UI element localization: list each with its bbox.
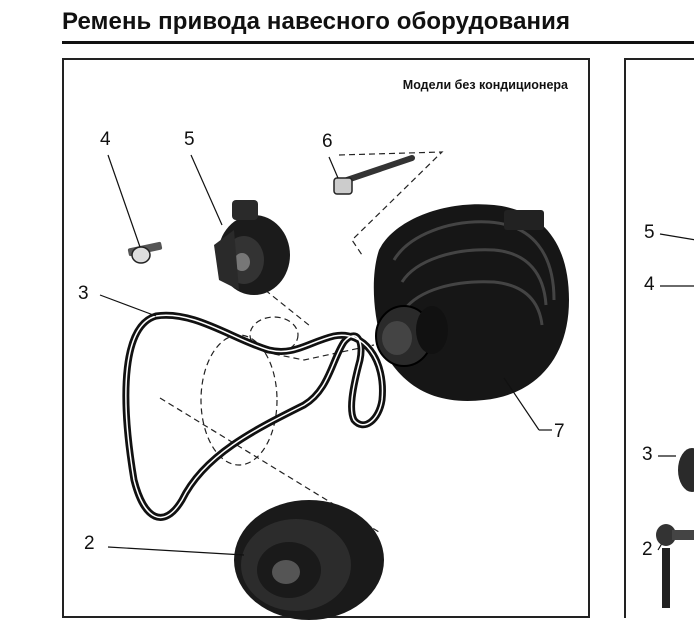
crankshaft-pulley-shape — [234, 500, 384, 620]
side-callout-5: 5 — [644, 222, 655, 243]
tensioner-shape — [214, 200, 290, 295]
leader-line-2 — [107, 546, 245, 556]
leader-line-3 — [99, 294, 157, 317]
side-part-shapes — [656, 448, 694, 608]
side-diagram — [656, 233, 694, 608]
side-callout-2: 2 — [642, 539, 653, 560]
leader-line-5 — [190, 154, 223, 226]
callout-3: 3 — [78, 283, 89, 304]
accessory-drive-diagram — [99, 151, 569, 620]
callout-2: 2 — [84, 533, 95, 554]
side-callout-3: 3 — [642, 444, 653, 465]
callout-6: 6 — [322, 131, 333, 152]
leader-line-7 — [503, 377, 540, 431]
leader-line-4 — [107, 154, 141, 248]
tensioner-axis-line — [233, 264, 311, 327]
figure-caption: Модели без кондиционера — [402, 78, 568, 92]
title-underline — [62, 41, 694, 44]
callout-4: 4 — [100, 129, 111, 150]
crank-pulley-outline — [200, 334, 278, 466]
bolt-6-shape — [333, 155, 415, 195]
bolt-4-shape — [127, 241, 163, 264]
alternator-shape — [373, 204, 569, 401]
side-callout-4: 4 — [644, 274, 655, 295]
callout-7: 7 — [554, 421, 565, 442]
side-figure-panel: 5 4 3 2 — [624, 58, 694, 618]
bolt-6-axis-line — [338, 151, 444, 256]
callout-5: 5 — [184, 129, 195, 150]
drive-belt — [122, 311, 386, 521]
main-figure-panel: Модели без кондиционера 4 5 6 3 7 2 — [62, 58, 590, 620]
leader-line-6 — [328, 156, 339, 179]
side-leader-5 — [659, 233, 694, 241]
page-title: Ремень привода навесного оборудования — [62, 8, 571, 35]
